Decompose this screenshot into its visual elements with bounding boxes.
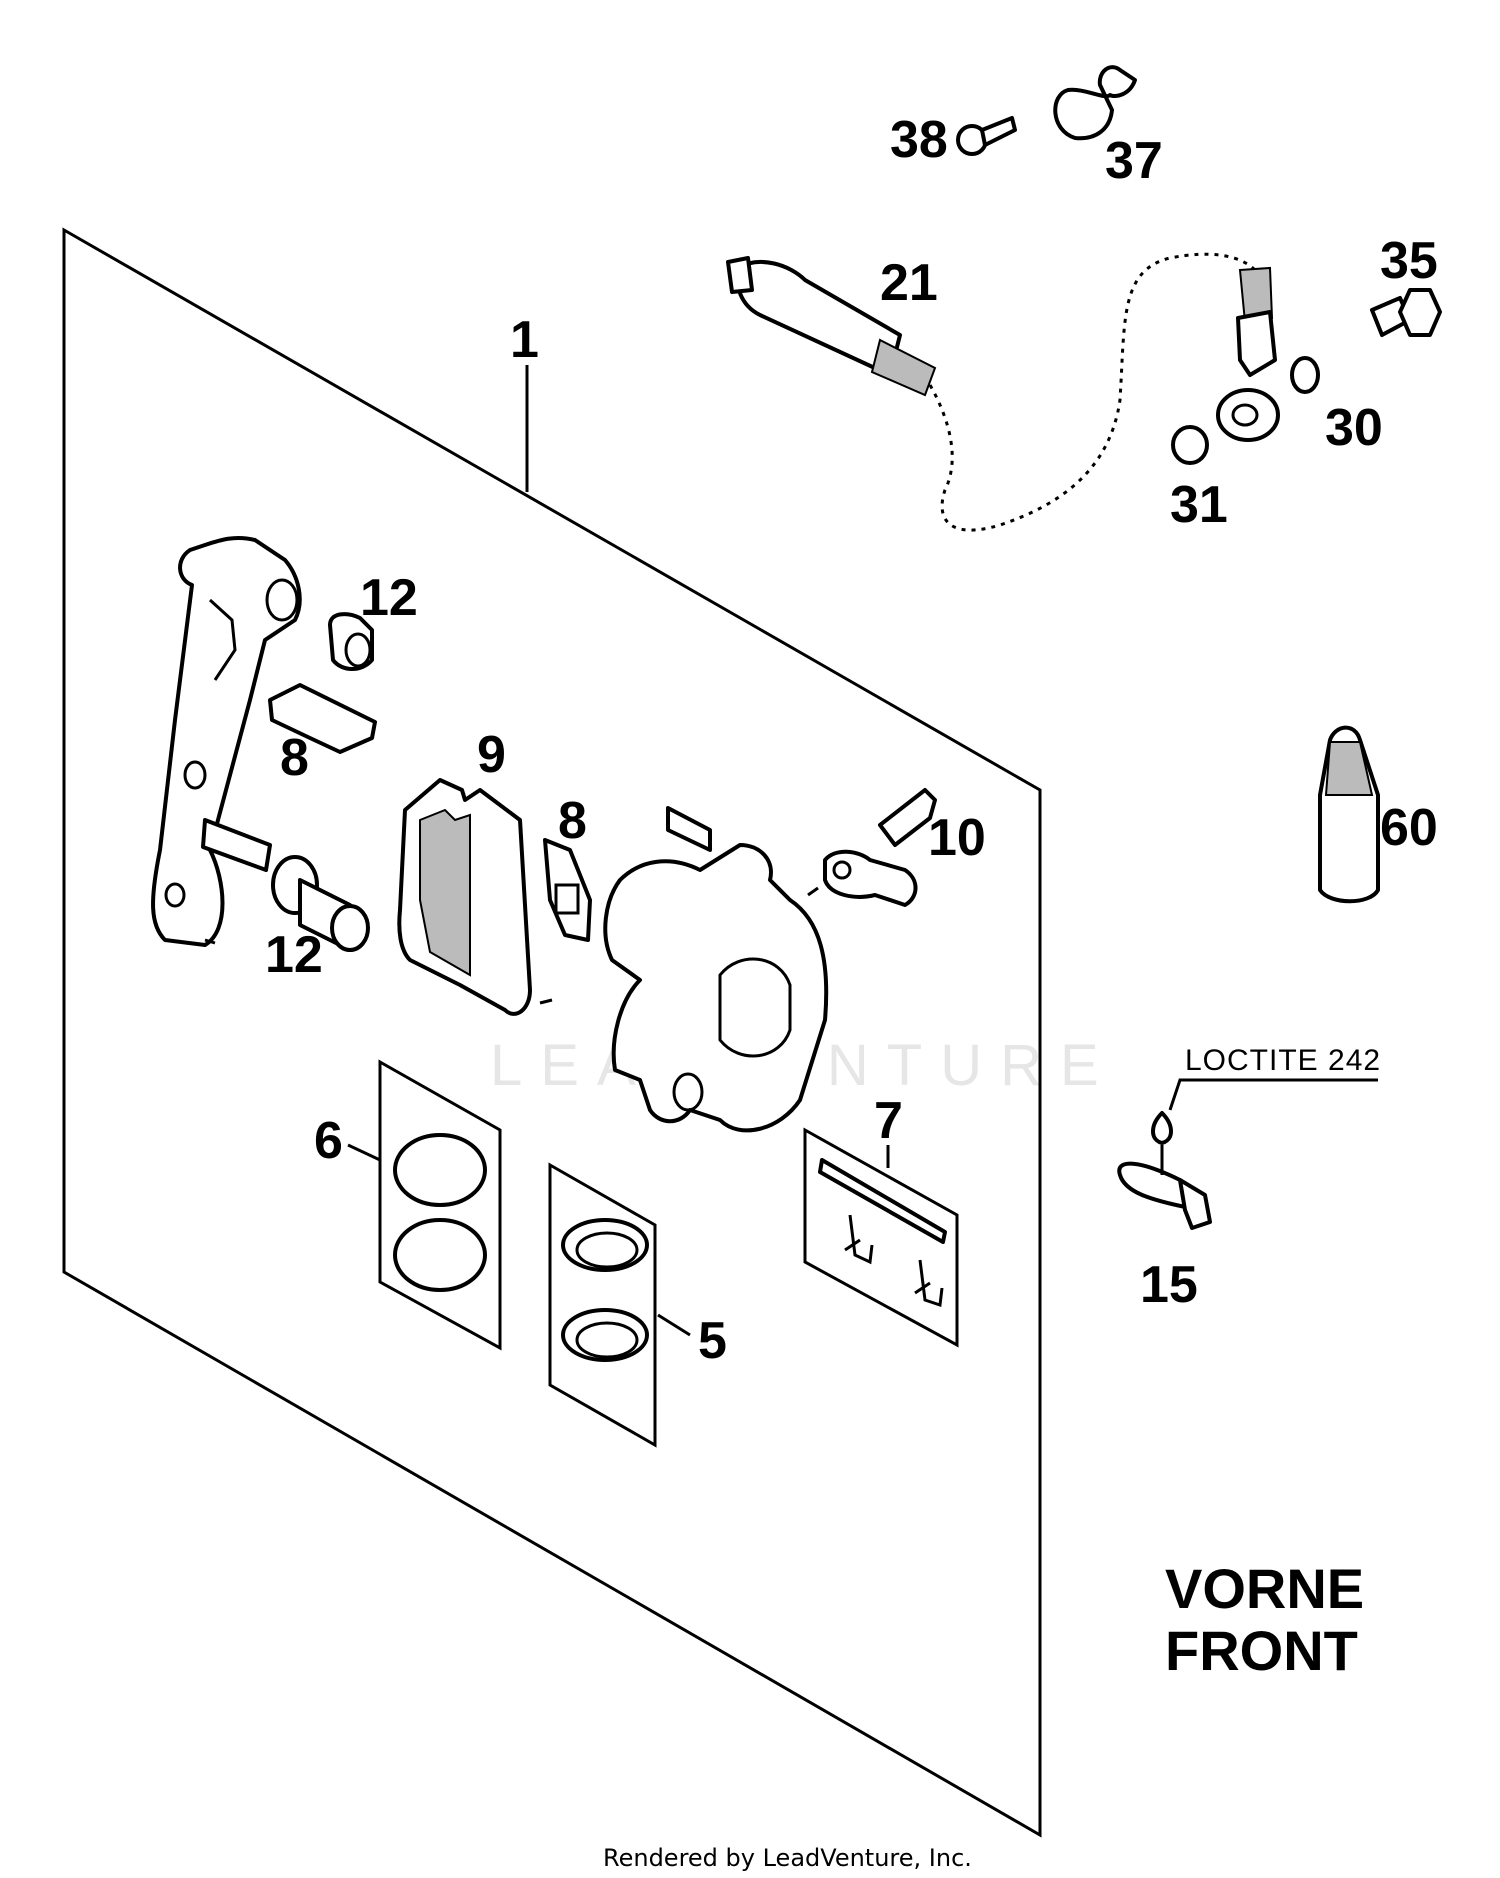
orientation-label-front: FRONT [1165, 1619, 1358, 1682]
caliper-bolt[interactable] [1117, 1161, 1212, 1230]
loctite-note: LOCTITE 242 [1185, 1044, 1381, 1077]
pin-bolt[interactable] [271, 855, 370, 952]
loctite-tube[interactable] [1318, 725, 1380, 904]
bleeder-valve[interactable] [823, 788, 937, 907]
callout-8-lower: 8 [558, 792, 587, 850]
loctite-drop-icon [1151, 1111, 1173, 1145]
clamp-screw[interactable] [956, 116, 1017, 156]
banjo-fitting[interactable] [1216, 266, 1280, 442]
caliper-body[interactable] [603, 806, 829, 1133]
piston-set-box [378, 1059, 502, 1351]
callout-37: 37 [1105, 132, 1163, 190]
pad-clip[interactable] [543, 838, 592, 942]
caliper-bracket[interactable] [151, 535, 302, 947]
brake-hose[interactable] [726, 252, 1257, 532]
callout-21: 21 [880, 254, 938, 312]
rubber-bushing[interactable] [328, 612, 374, 671]
pad-spring[interactable] [268, 683, 377, 754]
callout-10: 10 [928, 809, 986, 867]
pin-set-box [803, 1127, 959, 1348]
leader-loctite [1168, 1078, 1378, 1111]
callout-1: 1 [510, 311, 539, 369]
seal-kit-box [548, 1162, 657, 1448]
callout-7: 7 [874, 1092, 903, 1150]
callout-31: 31 [1170, 476, 1228, 534]
callout-6: 6 [314, 1112, 343, 1170]
seal-ring[interactable] [561, 1218, 649, 1362]
callout-12-upper: 12 [360, 569, 418, 627]
leader-tick-bleeder [807, 886, 819, 897]
render-credit: Rendered by LeadVenture, Inc. [603, 1844, 972, 1872]
leader-tick-pad [539, 998, 553, 1005]
callout-8-upper: 8 [280, 729, 309, 787]
leader-5 [657, 1313, 691, 1337]
callout-35: 35 [1380, 232, 1438, 290]
brake-pad[interactable] [397, 778, 532, 1016]
banjo-bolt[interactable] [1370, 288, 1442, 337]
callout-12-lower: 12 [265, 926, 323, 984]
callout-9: 9 [477, 726, 506, 784]
callout-60: 60 [1380, 799, 1438, 857]
piston[interactable] [393, 1133, 487, 1292]
callout-30: 30 [1325, 399, 1383, 457]
sealing-washer-31[interactable] [1171, 425, 1209, 465]
callout-38: 38 [890, 111, 948, 169]
hose-clamp[interactable] [1053, 65, 1137, 141]
leader-tick-bracket [204, 938, 216, 945]
callout-15: 15 [1140, 1256, 1198, 1314]
leader-6 [347, 1143, 381, 1162]
callout-5: 5 [698, 1312, 727, 1370]
kit-board-outline [62, 227, 1042, 1838]
retaining-pin[interactable] [818, 1158, 947, 1308]
orientation-label-vorne: VORNE [1165, 1557, 1364, 1620]
sealing-washer-30[interactable] [1290, 356, 1320, 394]
